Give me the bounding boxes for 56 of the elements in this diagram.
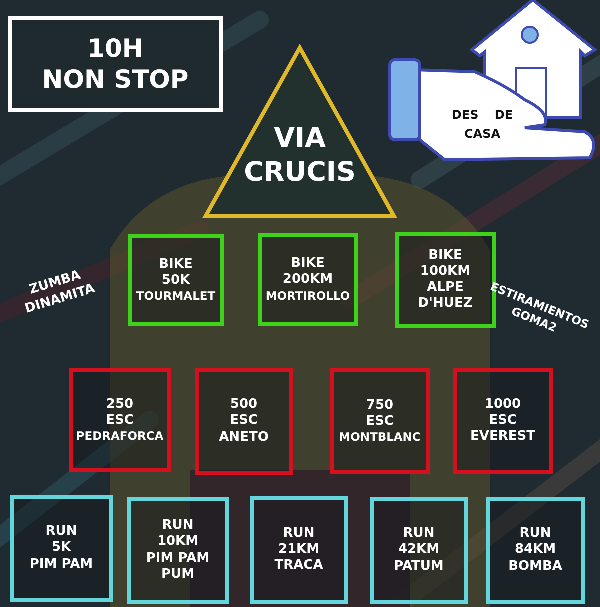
node-text: 750 [366, 398, 394, 414]
node-text: ANETO [219, 430, 269, 446]
node-text: 500 [230, 397, 258, 414]
node-text: BOMBA [508, 558, 562, 575]
node-text: TOURMALET [136, 289, 216, 304]
node-text: VIA [274, 122, 326, 156]
node-text: 1000 [484, 396, 522, 413]
node-text: BIKE [428, 248, 462, 264]
run-box [127, 497, 229, 604]
node-text: ESC [106, 412, 134, 430]
node-text: ESC [230, 413, 258, 430]
node-text: 42KM [398, 542, 440, 559]
esc-box [453, 368, 553, 474]
esc-box [69, 368, 171, 472]
node-text: DES DE CASA [450, 106, 514, 143]
node-text: PEDRAFORCA [76, 429, 164, 444]
node-text: 5K [52, 540, 72, 557]
node-text: ALPE [427, 280, 464, 296]
node-text: PIM PAM [146, 550, 210, 567]
run-box [370, 497, 468, 604]
node-text: BIKE [291, 256, 325, 272]
title-box [8, 16, 223, 112]
node-text: EVEREST [470, 429, 536, 446]
bike-box [258, 233, 358, 326]
node-text: TRACA [274, 558, 324, 574]
node-text: PATUM [394, 558, 444, 575]
node-text: PIM PAM [30, 556, 94, 573]
node-text: 100KM [420, 264, 471, 280]
run-box [250, 496, 348, 604]
node-text: 50K [162, 272, 190, 290]
node-text: RUN [46, 524, 78, 540]
node-text: MONTBLANC [339, 430, 421, 444]
node-text: NON STOP [42, 64, 189, 96]
node-text: RUN [520, 526, 552, 542]
node-text: RUN [283, 526, 315, 542]
node-text: 21KM [278, 542, 320, 558]
esc-box [330, 368, 430, 474]
node-text: CRUCIS [244, 156, 356, 190]
node-text: BIKE [159, 256, 193, 273]
node-text: 10KM [157, 534, 199, 550]
bike-box [128, 234, 224, 326]
node-text: 250 [106, 396, 134, 413]
node-text: RUN [162, 518, 194, 534]
node-text: 10H [88, 32, 144, 64]
node-text: RUN [403, 526, 435, 542]
node-text: MORTIROLLO [266, 288, 350, 303]
esc-box [195, 368, 293, 475]
node-text: ESC [366, 414, 394, 430]
triangle-frame [200, 42, 400, 220]
node-text: D'HUEZ [418, 296, 473, 312]
node-text: PUM [161, 566, 195, 583]
run-box [10, 495, 113, 602]
run-box [486, 497, 585, 604]
node-text: 200KM [282, 272, 334, 289]
node-text: 84KM [514, 542, 556, 559]
node-text: ESC [489, 412, 517, 430]
